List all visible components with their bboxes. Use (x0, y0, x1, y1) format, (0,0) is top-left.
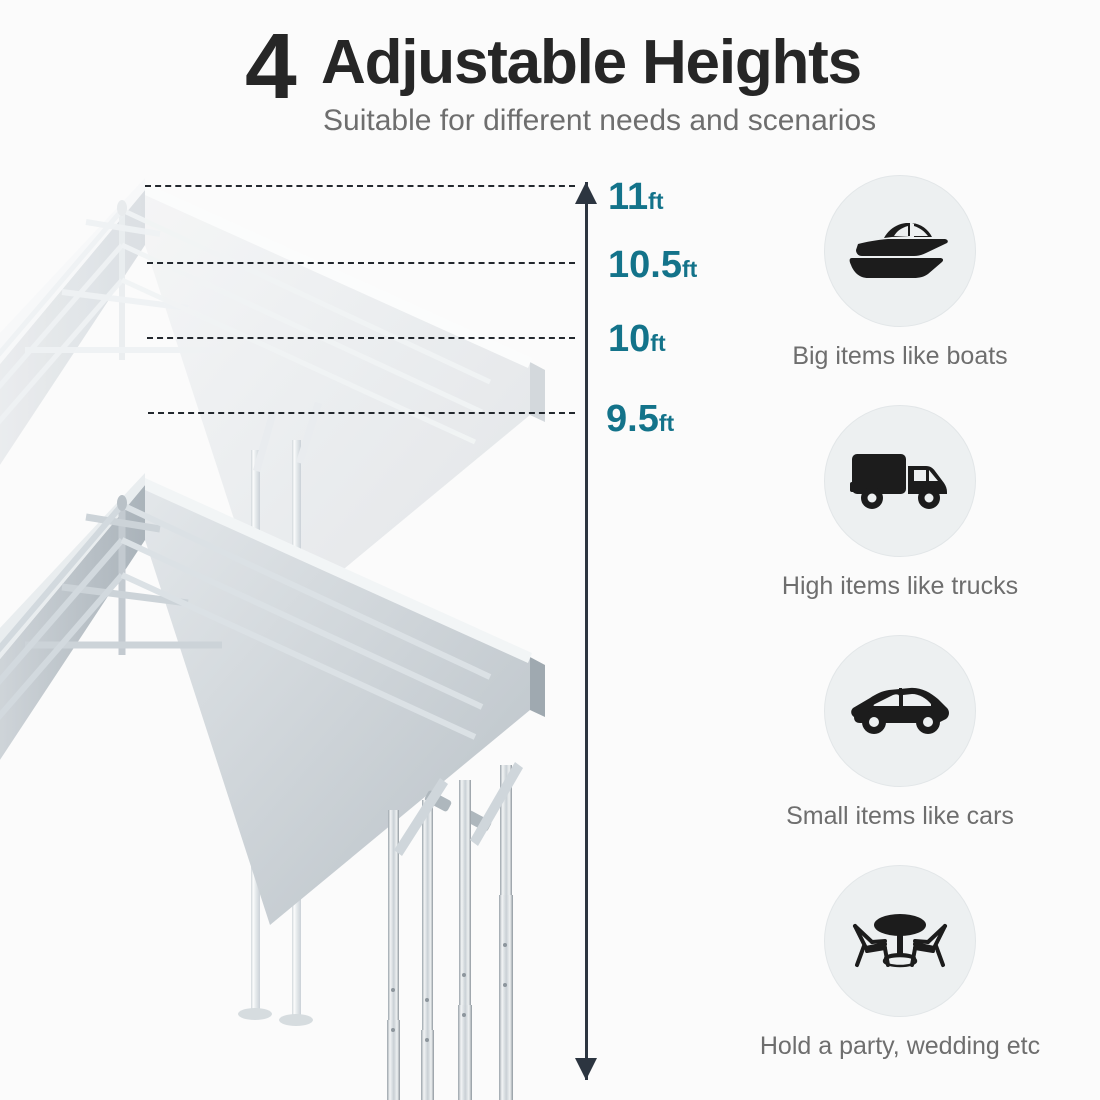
heading-count: 4 (245, 14, 297, 118)
height-label-10-5ft: 10.5ft (608, 246, 697, 284)
header: 4 Adjustable Heights Suitable for differ… (0, 20, 1100, 146)
boat-icon (849, 223, 948, 278)
feature-label: Small items like cars (786, 802, 1014, 830)
feature-icon-circle (824, 865, 976, 1017)
carport-illustration (0, 150, 570, 1100)
height-unit: ft (658, 410, 675, 436)
feature-list: Big items like boats High items like tru… (700, 175, 1100, 1075)
height-value: 9.5 (606, 398, 659, 440)
arrow-down-icon (575, 1058, 597, 1080)
feature-label: High items like trucks (781, 572, 1019, 600)
feature-icon-circle (824, 635, 976, 787)
height-unit: ft (681, 256, 698, 282)
feature-icon-circle (824, 405, 976, 557)
page-subtitle: Suitable for different needs and scenari… (323, 104, 877, 137)
height-axis-line (585, 182, 588, 1080)
feature-item-party: Hold a party, wedding etc (700, 865, 1100, 1080)
height-value: 10 (608, 318, 651, 360)
feature-label: Hold a party, wedding etc (759, 1032, 1041, 1060)
truck-icon (850, 454, 947, 509)
feature-item-car: Small items like cars (700, 635, 1100, 850)
height-label-10ft: 10ft (608, 320, 666, 358)
feature-item-truck: High items like trucks (700, 405, 1100, 620)
table-chairs-icon (853, 914, 947, 968)
feature-label: Big items like boats (792, 342, 1008, 370)
height-label-9-5ft: 9.5ft (606, 400, 674, 438)
feature-item-boat: Big items like boats (700, 175, 1100, 390)
height-value: 10.5 (608, 244, 682, 286)
height-label-11ft: 11ft (608, 178, 664, 216)
height-unit: ft (650, 330, 666, 356)
car-icon (851, 687, 949, 734)
arrow-up-icon (575, 182, 597, 204)
feature-icon-circle (824, 175, 976, 327)
height-value: 11 (608, 176, 649, 218)
page-title: Adjustable Heights (321, 28, 862, 97)
height-unit: ft (648, 188, 664, 214)
